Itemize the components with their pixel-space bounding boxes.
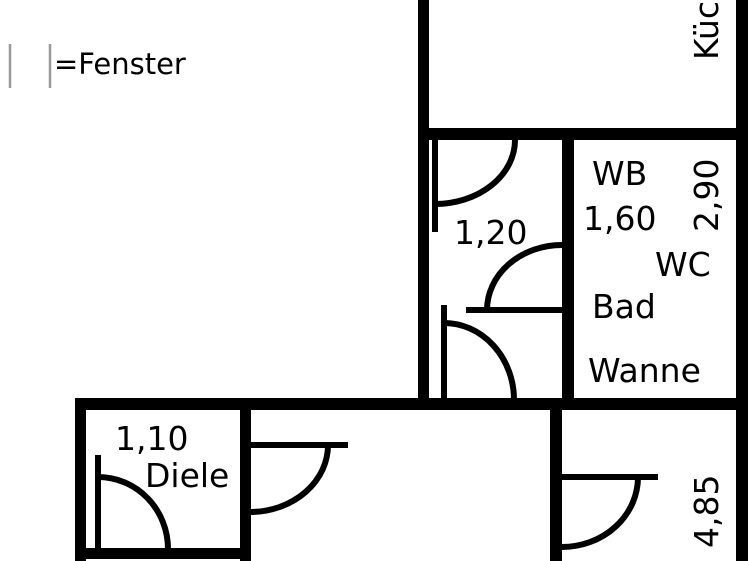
wc-label: WC [655,245,711,284]
door-swing [441,305,517,401]
wall [418,128,748,140]
wall [75,398,748,410]
door-swing [95,455,171,550]
doors [95,139,658,550]
walls [75,0,748,561]
wall [736,0,748,410]
legend: =Fenster [8,44,186,88]
labels: Küc 1,20 WB 1,60 2,90 WC Bad Wanne 1,10 … [115,1,726,548]
door-swing [561,474,658,550]
tub-label: Wanne [588,351,701,390]
legend-label: =Fenster [54,47,186,81]
diele-width-label: 1,10 [115,419,188,458]
door-swing [466,242,563,313]
diele-name-label: Diele [145,456,229,495]
kitchen-label: Küc [687,1,726,60]
wall [75,548,251,559]
door-swing [250,442,348,515]
wall [562,128,574,408]
bath-length-label: 2,90 [687,159,726,232]
room-length-label: 4,85 [687,475,726,548]
wall [736,398,748,561]
wall [418,0,429,410]
hall-width-label: 1,20 [454,213,527,252]
bath-name-label: Bad [592,287,656,326]
bath-width-label: 1,60 [583,199,656,238]
wall [550,398,562,561]
wall [75,398,86,561]
wall [240,398,251,561]
door-swing [432,139,518,232]
wb-label: WB [592,154,647,193]
